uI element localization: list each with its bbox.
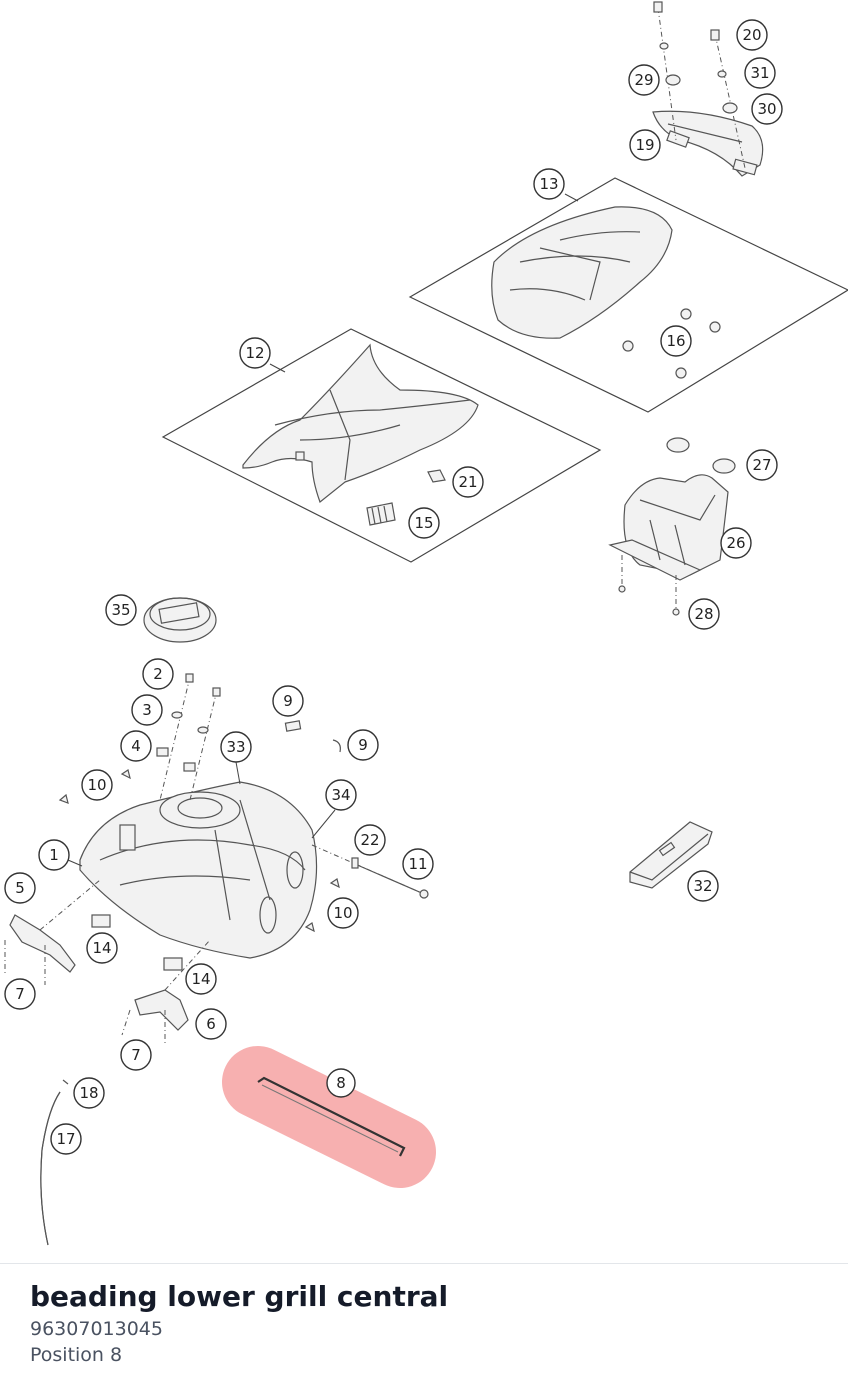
svg-text:10: 10 <box>333 904 352 922</box>
svg-text:16: 16 <box>666 332 685 350</box>
svg-text:9: 9 <box>283 692 293 710</box>
fuel-tank-part[interactable] <box>79 781 318 959</box>
callout-28[interactable]: 28 <box>688 598 720 630</box>
callout-10-a[interactable]: 10 <box>81 769 113 801</box>
beading-lower-grill-part[interactable] <box>257 1076 406 1157</box>
callout-14-b[interactable]: 14 <box>185 963 217 995</box>
callout-9-b[interactable]: 9 <box>347 729 379 761</box>
callout-4[interactable]: 4 <box>120 730 152 762</box>
svg-text:13: 13 <box>539 175 558 193</box>
part-title: beading lower grill central <box>30 1280 449 1313</box>
svg-text:18: 18 <box>79 1084 98 1102</box>
callout-19[interactable]: 19 <box>629 129 661 161</box>
callout-33[interactable]: 33 <box>220 731 252 763</box>
rubber-mount-parts[interactable] <box>91 914 183 971</box>
part-info-panel: beading lower grill central 96307013045 … <box>30 1278 448 1368</box>
svg-text:15: 15 <box>414 514 433 532</box>
svg-text:1: 1 <box>49 846 59 864</box>
callout-17[interactable]: 17 <box>50 1123 82 1155</box>
part-position: Position 8 <box>30 1344 123 1366</box>
callout-21[interactable]: 21 <box>452 466 484 498</box>
callout-9-a[interactable]: 9 <box>272 685 304 717</box>
svg-text:12: 12 <box>245 344 264 362</box>
svg-text:32: 32 <box>693 877 712 895</box>
grab-handle-part[interactable] <box>652 1 764 177</box>
svg-text:34: 34 <box>331 786 350 804</box>
highlight-glow <box>222 1046 436 1188</box>
svg-text:29: 29 <box>634 71 653 89</box>
part-number: 96307013045 <box>30 1318 163 1340</box>
svg-text:11: 11 <box>408 855 427 873</box>
exploded-parts-diagram: 20 29 31 30 19 13 16 12 27 21 15 26 35 2… <box>4 1 848 1246</box>
svg-text:33: 33 <box>226 738 245 756</box>
svg-text:14: 14 <box>191 970 210 988</box>
svg-text:22: 22 <box>360 831 379 849</box>
callout-2[interactable]: 2 <box>142 658 174 690</box>
callout-35[interactable]: 35 <box>105 594 137 626</box>
callout-29[interactable]: 29 <box>628 64 660 96</box>
callout-12[interactable]: 12 <box>239 337 271 369</box>
callout-6[interactable]: 6 <box>195 1008 227 1040</box>
callout-34[interactable]: 34 <box>325 779 357 811</box>
svg-text:9: 9 <box>358 736 368 754</box>
divider <box>0 1263 848 1264</box>
fuel-cap-part[interactable] <box>143 597 217 643</box>
svg-text:28: 28 <box>694 605 713 623</box>
svg-text:19: 19 <box>635 136 654 154</box>
small-hose-parts[interactable] <box>284 720 341 753</box>
svg-text:30: 30 <box>757 100 776 118</box>
callout-3[interactable]: 3 <box>131 694 163 726</box>
hose-part[interactable] <box>40 1079 69 1246</box>
callout-31[interactable]: 31 <box>744 57 776 89</box>
screw-parts[interactable] <box>156 673 221 801</box>
callout-32[interactable]: 32 <box>687 870 719 902</box>
callout-5[interactable]: 5 <box>4 872 36 904</box>
toolkit-part[interactable] <box>629 821 713 889</box>
svg-text:26: 26 <box>726 534 745 552</box>
callout-26[interactable]: 26 <box>720 527 752 559</box>
svg-text:4: 4 <box>131 737 141 755</box>
callout-13[interactable]: 13 <box>533 168 565 200</box>
callout-14-a[interactable]: 14 <box>86 932 118 964</box>
bolt-part[interactable] <box>311 844 429 899</box>
callout-20[interactable]: 20 <box>736 19 768 51</box>
callout-18[interactable]: 18 <box>73 1077 105 1109</box>
callout-27[interactable]: 27 <box>746 449 778 481</box>
front-seat-part[interactable] <box>161 328 602 563</box>
svg-text:14: 14 <box>92 939 111 957</box>
storage-box-part[interactable] <box>608 437 736 616</box>
svg-text:8: 8 <box>336 1074 346 1092</box>
svg-text:20: 20 <box>742 26 761 44</box>
callout-11[interactable]: 11 <box>402 848 434 880</box>
svg-text:6: 6 <box>206 1015 216 1033</box>
svg-text:21: 21 <box>458 473 477 491</box>
bracket-parts[interactable] <box>4 879 211 1045</box>
callout-22[interactable]: 22 <box>354 824 386 856</box>
svg-text:10: 10 <box>87 776 106 794</box>
svg-text:3: 3 <box>142 701 152 719</box>
callout-30[interactable]: 30 <box>751 93 783 125</box>
svg-text:2: 2 <box>153 665 163 683</box>
callout-1[interactable]: 1 <box>38 839 70 871</box>
clip-parts[interactable] <box>58 769 340 933</box>
callout-10-b[interactable]: 10 <box>327 897 359 929</box>
leader-lines <box>67 193 579 867</box>
svg-text:5: 5 <box>15 879 25 897</box>
callout-7-a[interactable]: 7 <box>4 978 36 1010</box>
callout-8-highlighted[interactable]: 8 <box>326 1068 356 1098</box>
callout-7-b[interactable]: 7 <box>120 1039 152 1071</box>
callout-16[interactable]: 16 <box>660 325 692 357</box>
svg-text:7: 7 <box>15 985 25 1003</box>
svg-text:35: 35 <box>111 601 130 619</box>
callout-15[interactable]: 15 <box>408 507 440 539</box>
rear-seat-part[interactable] <box>408 177 848 413</box>
svg-text:17: 17 <box>56 1130 75 1148</box>
callouts: 20 29 31 30 19 13 16 12 27 21 15 26 35 2… <box>4 19 783 1155</box>
svg-text:31: 31 <box>750 64 769 82</box>
svg-text:27: 27 <box>752 456 771 474</box>
svg-text:7: 7 <box>131 1046 141 1064</box>
